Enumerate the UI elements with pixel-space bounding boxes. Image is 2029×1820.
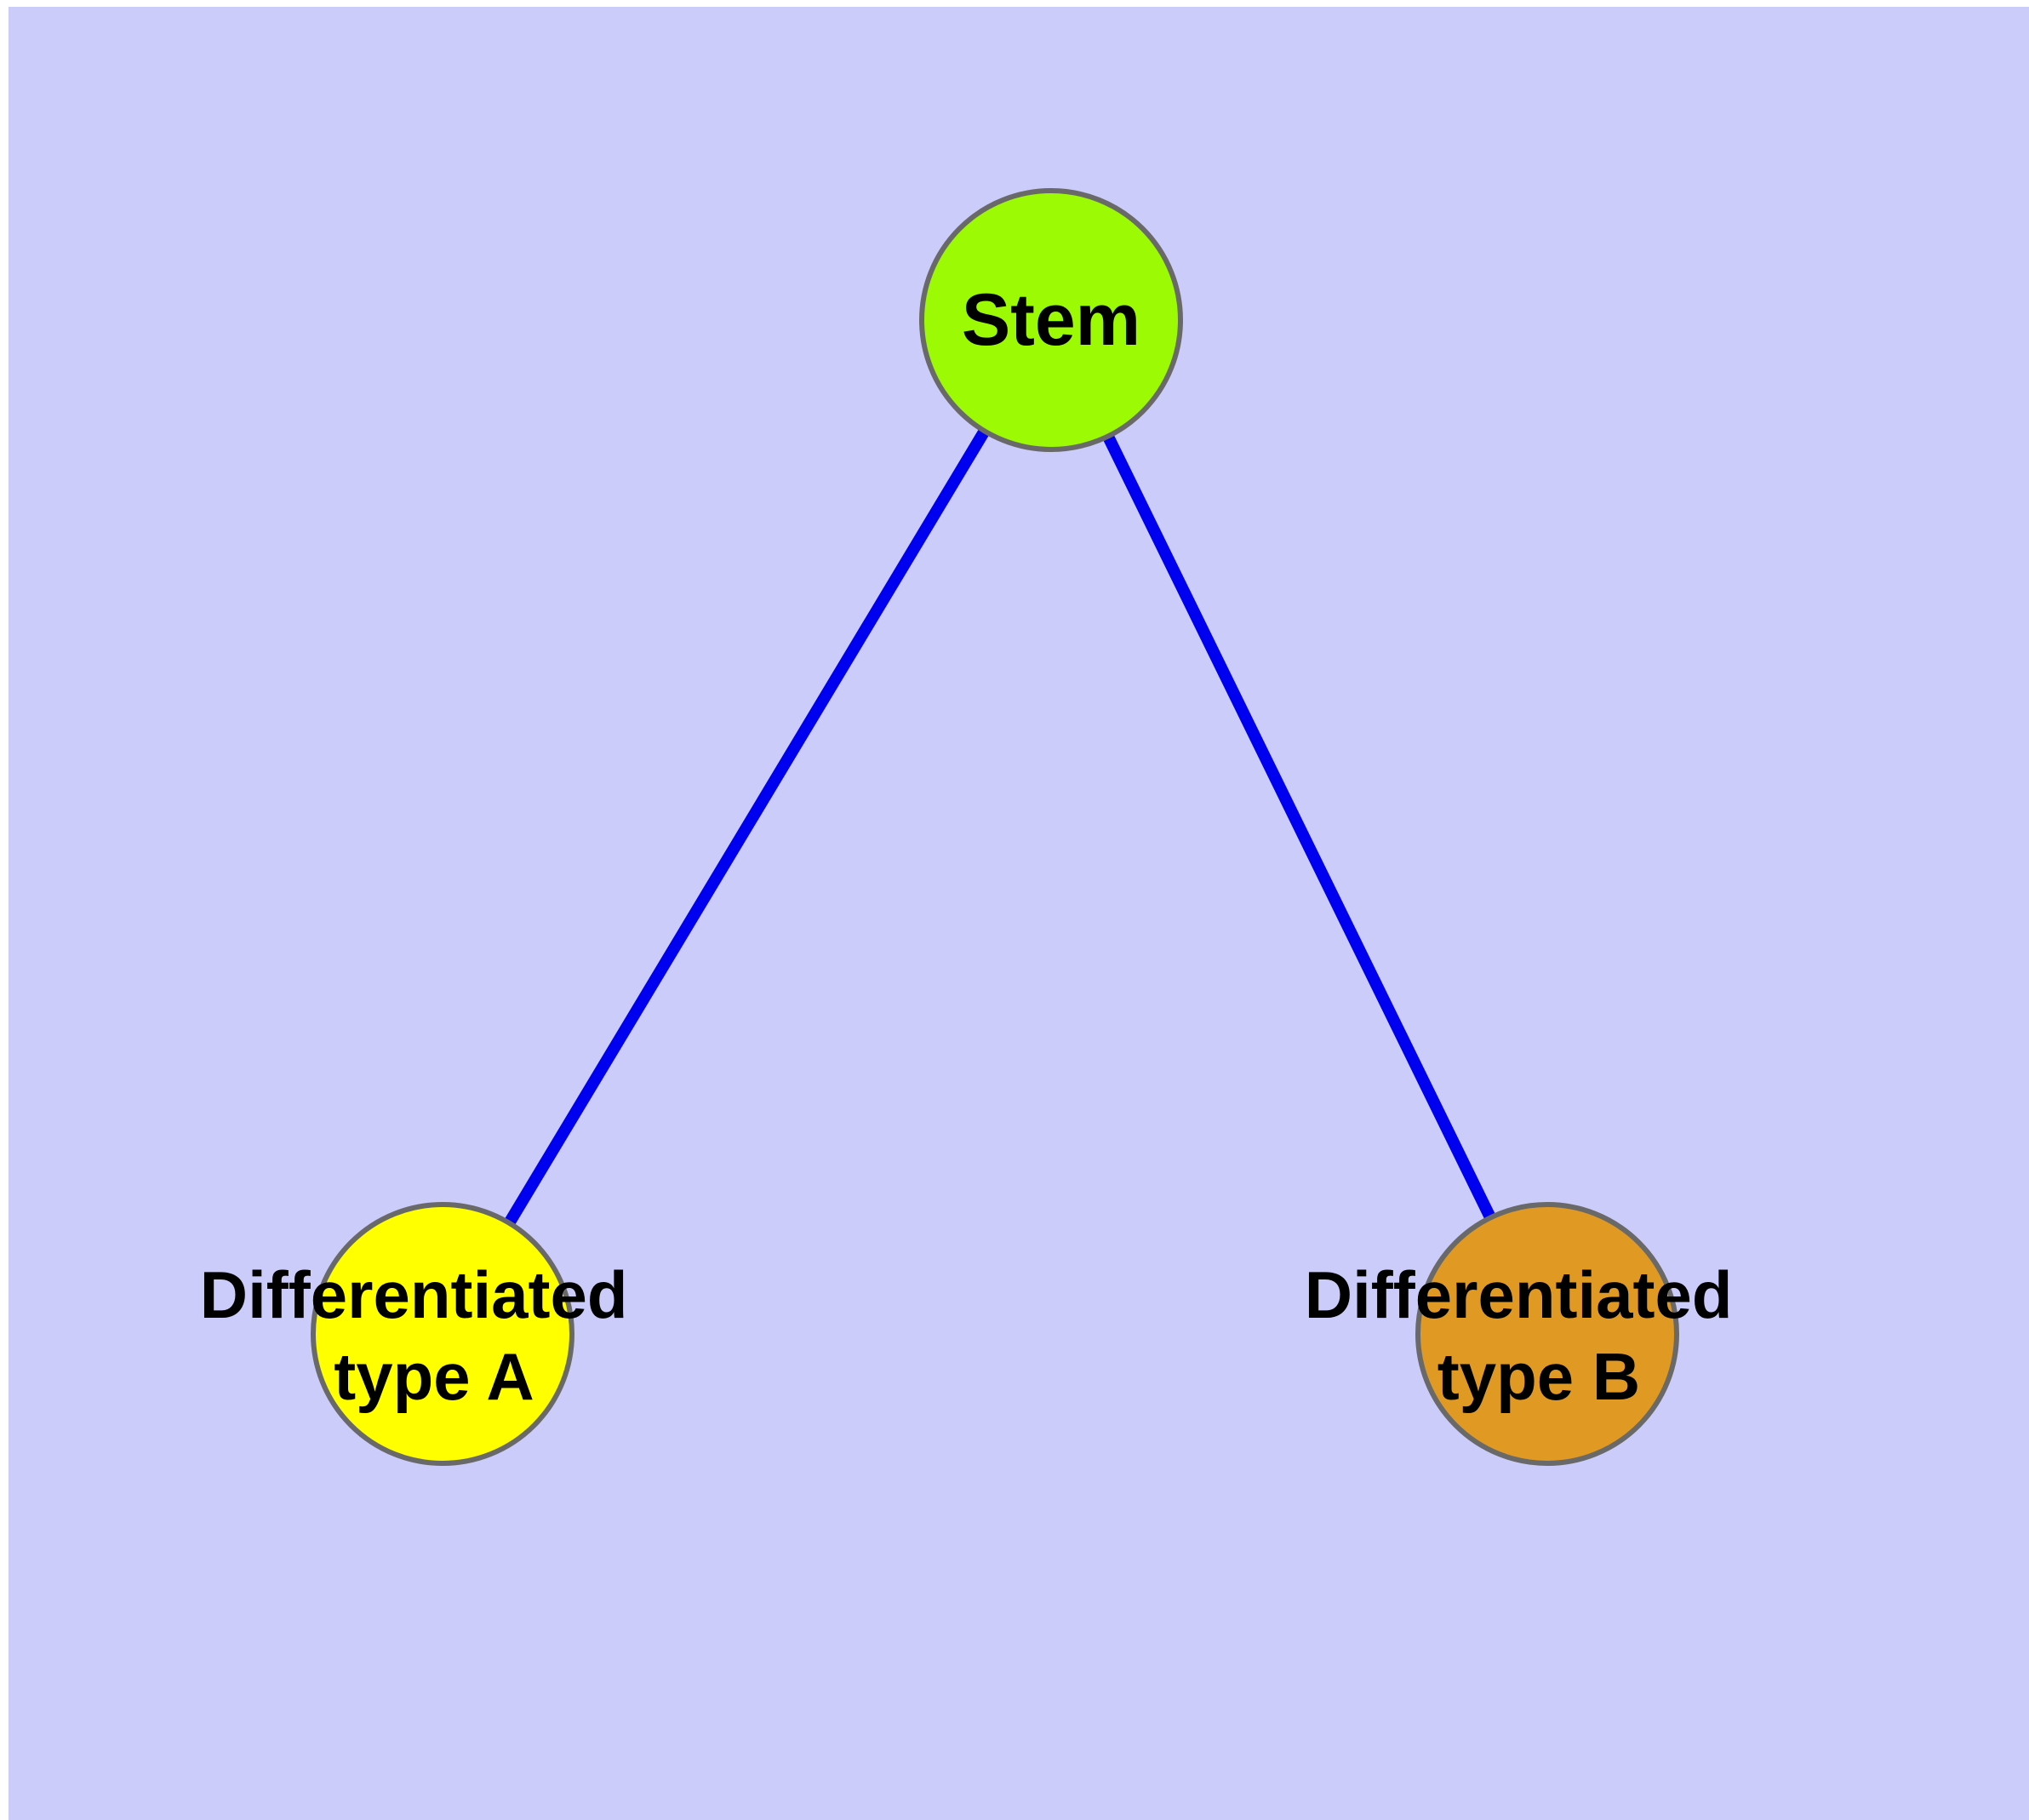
node-label-stem: Stem bbox=[962, 279, 1140, 361]
node-label-a-line-2: type A bbox=[334, 1339, 534, 1414]
edge-stem-to-differentiated-type-b[interactable] bbox=[1045, 317, 1553, 1337]
node-label-a-line-1: Differentiated bbox=[200, 1257, 628, 1332]
node-differentiated-type-b[interactable] bbox=[1415, 1202, 1679, 1466]
node-label-stem-line-1: Stem bbox=[962, 279, 1140, 361]
label-layer: Stem Differentiated type A Differentiate… bbox=[200, 279, 1751, 1414]
edge-stem-to-differentiated-type-a[interactable] bbox=[437, 317, 1057, 1337]
node-stem[interactable] bbox=[919, 188, 1183, 452]
node-layer bbox=[311, 188, 1679, 1466]
node-label-b-line-2: type B bbox=[1437, 1339, 1640, 1414]
node-label-differentiated-type-a: Differentiated type A bbox=[200, 1257, 646, 1414]
edge-layer bbox=[437, 317, 1553, 1337]
node-label-b-line-1: Differentiated bbox=[1305, 1257, 1733, 1332]
node-label-differentiated-type-b: Differentiated type B bbox=[1305, 1257, 1751, 1414]
node-differentiated-type-a[interactable] bbox=[311, 1202, 574, 1466]
